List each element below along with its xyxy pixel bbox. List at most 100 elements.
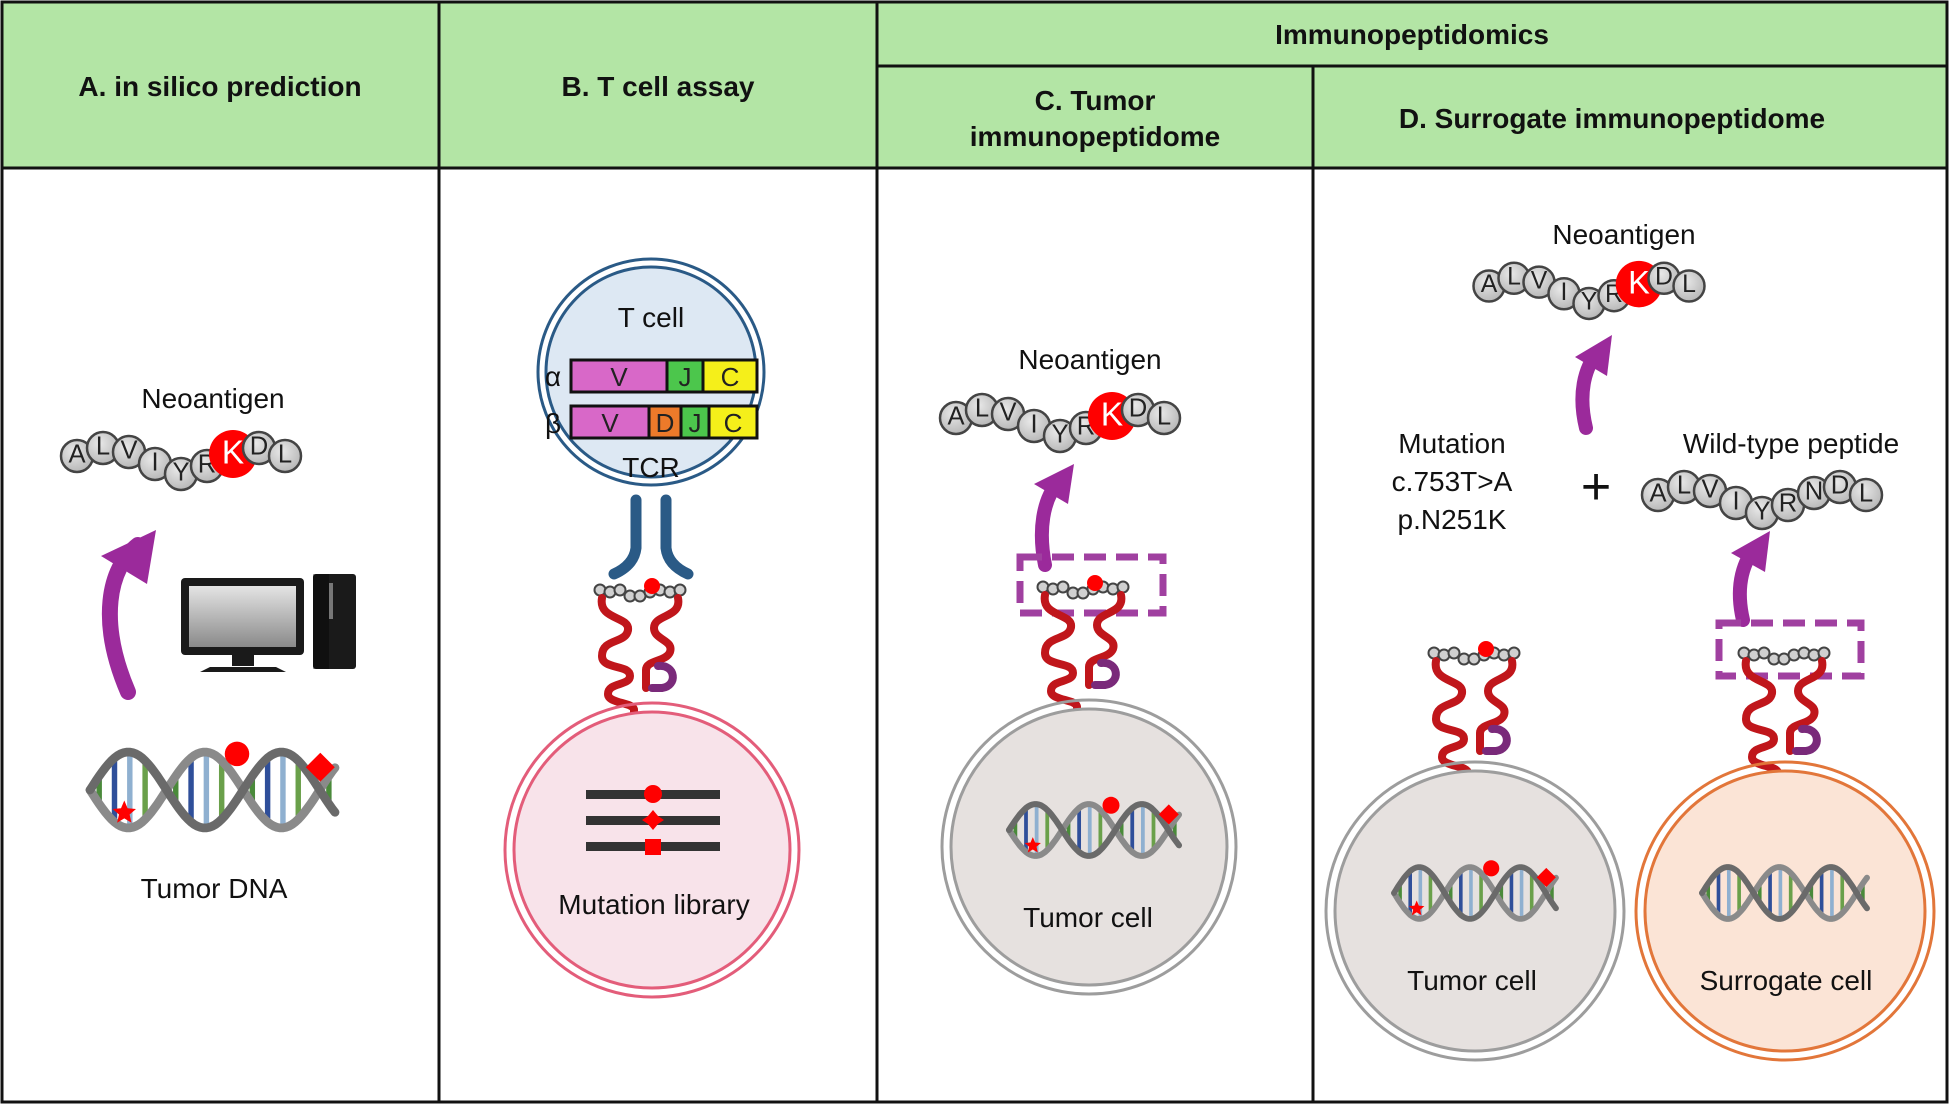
peptide-residue-letter: L (1682, 271, 1696, 298)
beta-segment-c (707, 404, 759, 440)
peptide-residue-letter: L (1859, 479, 1873, 507)
dna-strand (85, 747, 340, 833)
alpha-chain-label: α (545, 361, 561, 392)
peptide-residue-letter: I (1561, 279, 1568, 306)
panel-a-title: A. in silico prediction (78, 71, 361, 102)
dna-strand (1391, 864, 1559, 922)
dna-strand (85, 747, 340, 833)
mutation-protein: p.N251K (1398, 504, 1507, 535)
panel-d-neoantigen-arrowhead (1575, 335, 1612, 376)
presented-mutant-bead (1087, 575, 1103, 591)
presented-mutant-bead (644, 578, 660, 594)
peptide-residue-letter: L (96, 432, 110, 460)
peptide-residue (1146, 400, 1182, 436)
peptide-residue-letter: V (1531, 267, 1548, 294)
panel-d-title: D. Surrogate immunopeptidome (1399, 103, 1825, 134)
peptide-residue-letter: I (1030, 410, 1037, 438)
peptide-residue-letter: A (1649, 479, 1667, 507)
presented-peptide-bead (673, 583, 687, 597)
beta-segment-j-label: J (689, 408, 702, 438)
panel-c-title-line1: C. Tumor (1035, 85, 1156, 116)
presented-mutant-bead (1478, 641, 1494, 657)
dna-mutation-star (1409, 900, 1425, 916)
peptide-residue-letter: Y (172, 458, 189, 486)
surrogate-cell-label: Surrogate cell (1700, 965, 1873, 996)
beta-segment-d-label: D (656, 408, 675, 438)
beta2-microglobulin (1792, 724, 1821, 755)
dna-mutation-star (1024, 837, 1041, 853)
panel-b-mhc-complex (593, 578, 687, 734)
mhc-heavy-chain (1741, 657, 1827, 797)
beta-segment-d (647, 404, 683, 440)
peptide-residue-letter: V (1701, 475, 1718, 503)
mutation-library-icon (586, 785, 720, 855)
peptide-residue-letter: L (1507, 263, 1521, 290)
panel-c-arrowhead (1034, 464, 1074, 504)
wildtype-label: Wild-type peptide (1683, 428, 1899, 459)
panel-a-arrowhead (101, 530, 156, 584)
beta-segment-j (679, 404, 711, 440)
beta2-microglobulin (1091, 658, 1120, 689)
peptide-residue-letter: A (68, 440, 86, 468)
surrogate-cell (1634, 760, 1936, 1062)
panel-c-title-line2: immunopeptidome (970, 121, 1220, 152)
panel-b: T cell α β V J C V D J C TCR (503, 257, 801, 999)
peptide-residue-letter: V (120, 436, 137, 464)
alpha-segment-c (701, 358, 759, 394)
beta-segment-v-label: V (601, 408, 619, 438)
mhc-heavy-chain (1040, 591, 1126, 731)
panel-c-dna-helix (1005, 796, 1183, 859)
peptide-residue-letter: A (947, 402, 965, 430)
alpha-segment-v-label: V (610, 362, 628, 392)
peptide-residue-letter: D (1831, 471, 1849, 499)
mutation-library-label: Mutation library (558, 889, 749, 920)
mutant-residue-letter: K (1628, 264, 1650, 300)
alpha-segment-j (665, 358, 705, 394)
panel-d-wildtype-arrowhead (1731, 531, 1770, 572)
dna-strand (1005, 801, 1183, 859)
beta-segment-v (569, 404, 651, 440)
panel-d-neoantigen-label: Neoantigen (1552, 219, 1695, 250)
peptide-residue-letter: V (999, 398, 1016, 426)
panel-c-mhc-complex (1036, 575, 1130, 731)
header-row (2, 2, 1947, 168)
t-cell-label: T cell (618, 302, 684, 333)
peptide-residue-letter: I (1732, 487, 1739, 515)
peptide-residue (1672, 269, 1706, 303)
immunopeptidomics-group-title: Immunopeptidomics (1275, 19, 1549, 50)
beta-chain (569, 404, 759, 440)
beta-chain-label: β (545, 408, 561, 439)
alpha-segment-j-label: J (679, 362, 692, 392)
panel-c-cell-label: Tumor cell (1023, 902, 1153, 933)
beta-segment-c-label: C (724, 408, 743, 438)
dna-strand (1699, 864, 1870, 922)
mutant-residue-letter: K (1101, 397, 1124, 434)
panel-c-selection-box (1016, 553, 1167, 617)
peptide-residue-letter: I (151, 448, 158, 476)
panel-d-tumor-mhc-complex (1427, 641, 1521, 797)
dna-mutation-diamond (1158, 804, 1179, 825)
alpha-chain (569, 358, 759, 394)
dna-mutation-diamond (1536, 867, 1556, 887)
alpha-segment-c-label: C (721, 362, 740, 392)
panel-a-dna-label: Tumor DNA (141, 873, 288, 904)
mhc-heavy-chain (597, 594, 683, 734)
peptide-residue-letter: D (1129, 394, 1147, 422)
panel-c-neoantigen-label: Neoantigen (1018, 344, 1161, 375)
presented-peptide-bead (1507, 646, 1521, 660)
presented-peptide-bead (613, 583, 627, 597)
dna-mutation-diamond (305, 752, 335, 782)
peptide-residue-letter: Y (1753, 497, 1770, 525)
dna-mutation-dot (224, 741, 250, 767)
presented-peptide-bead (1817, 646, 1831, 660)
dna-strand (1391, 864, 1559, 922)
beta2-microglobulin (1482, 724, 1511, 755)
